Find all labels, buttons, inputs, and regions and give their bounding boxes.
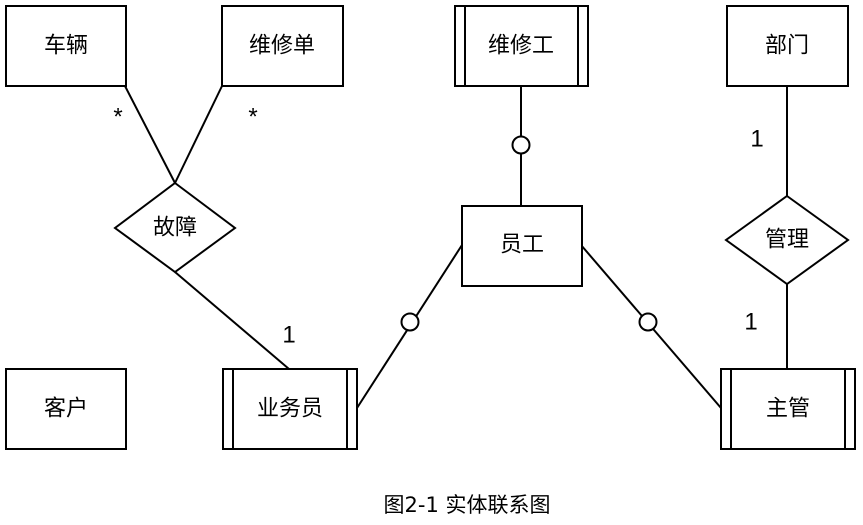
entity-salesperson-label: 业务员 xyxy=(257,397,323,422)
entity-supervisor: 主管 xyxy=(720,368,856,450)
entity-customer: 客户 xyxy=(5,368,127,450)
relationship-fault: 故障 xyxy=(113,181,237,274)
entity-department: 部门 xyxy=(726,5,849,87)
entity-customer-label: 客户 xyxy=(44,397,88,422)
cardinality-repair-order-fault: * xyxy=(248,104,257,131)
relationship-fault-label: 故障 xyxy=(153,216,197,241)
entity-repair-order: 维修单 xyxy=(221,5,344,87)
relationship-manage-label: 管理 xyxy=(765,228,809,253)
entity-repair-worker: 维修工 xyxy=(454,5,589,87)
subtype-circle-supervisor xyxy=(638,312,658,332)
entity-employee-label: 员工 xyxy=(500,233,544,258)
cardinality-fault-salesperson: 1 xyxy=(282,322,295,349)
entity-vehicle: 车辆 xyxy=(5,5,127,87)
cardinality-department-manage: 1 xyxy=(750,126,763,153)
entity-employee: 员工 xyxy=(461,205,583,287)
entity-salesperson: 业务员 xyxy=(222,368,358,450)
entity-department-label: 部门 xyxy=(765,34,809,59)
relationship-manage: 管理 xyxy=(724,194,850,286)
subtype-circle-repair-worker xyxy=(511,135,531,155)
edge-fault-salesperson xyxy=(174,271,290,370)
cardinality-manage-supervisor: 1 xyxy=(744,309,757,336)
entity-supervisor-label: 主管 xyxy=(766,397,810,422)
entity-repair-worker-label: 维修工 xyxy=(488,34,554,59)
edge-vehicle-fault xyxy=(124,85,176,184)
subtype-circle-salesperson xyxy=(400,312,420,332)
edge-repair-order-fault xyxy=(174,85,223,184)
entity-vehicle-label: 车辆 xyxy=(44,34,88,59)
entity-repair-order-label: 维修单 xyxy=(249,34,315,59)
cardinality-vehicle-fault: * xyxy=(113,104,122,131)
figure-caption: 图2-1 实体联系图 xyxy=(384,493,551,517)
